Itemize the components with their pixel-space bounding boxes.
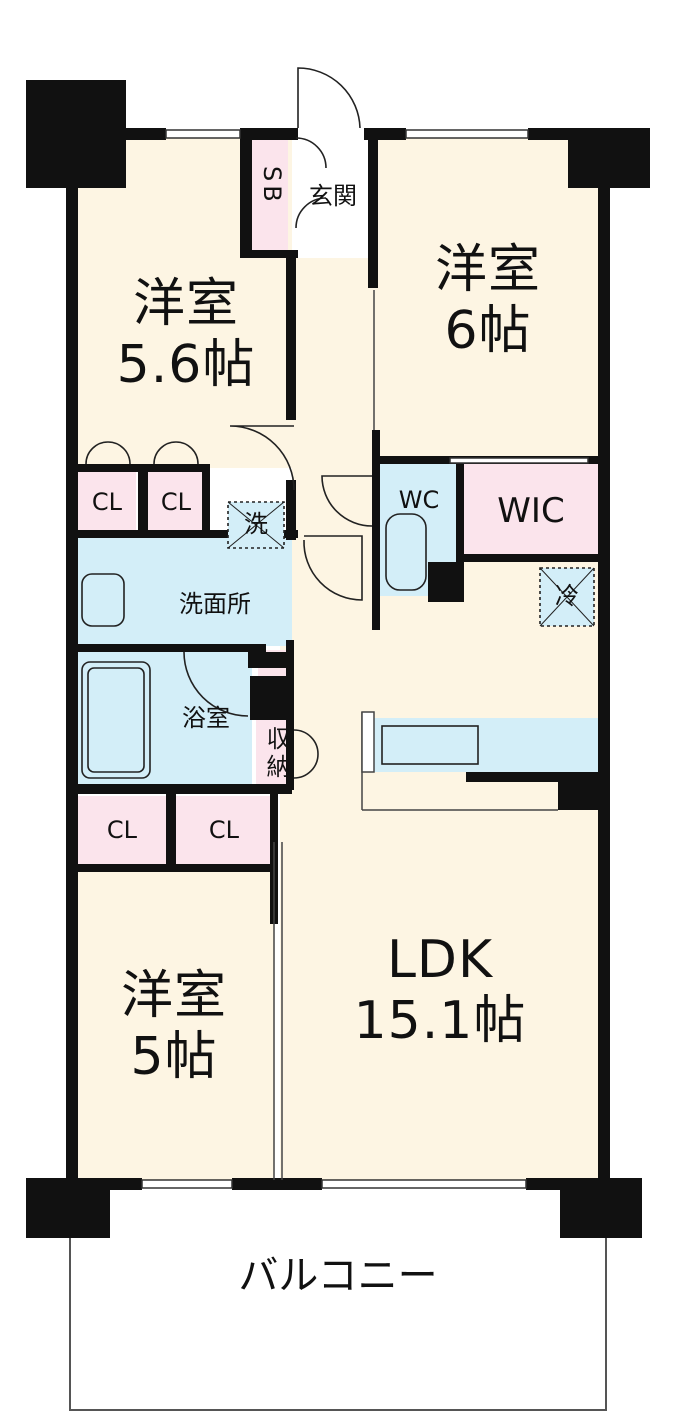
closet-fill-1 — [76, 472, 136, 530]
closet-fill-2 — [148, 472, 204, 530]
wall-right — [598, 128, 610, 1188]
wall-sb-left — [240, 128, 252, 258]
wall-cl-right — [202, 464, 210, 536]
wall-room1-right-b — [286, 480, 296, 540]
room-size: 15.1帖 — [353, 991, 527, 1052]
wall-wc-block — [428, 562, 464, 602]
wall-room2-left-b — [372, 430, 380, 630]
wall-room1-right — [286, 250, 296, 420]
shoe-box-fill — [250, 138, 288, 254]
storage-label: 収納 — [262, 726, 290, 782]
wall-cl-row-top — [66, 464, 206, 472]
closet-fills — [76, 138, 600, 866]
bathtub-inner — [87, 667, 145, 773]
bathroom-label: 浴室 — [182, 704, 230, 732]
pillar-top-right — [568, 128, 650, 188]
room-size: 5.6帖 — [116, 335, 256, 396]
floor-fills — [76, 138, 600, 1180]
fixtures — [81, 501, 595, 779]
windows — [141, 129, 589, 1189]
door-swings — [85, 67, 373, 779]
closet-fill-3 — [78, 796, 166, 866]
wall-bottom-mid — [232, 1178, 322, 1190]
balcony-area — [69, 1185, 607, 1411]
room-name: 洋室 — [132, 274, 239, 334]
wall-bath-right — [248, 652, 292, 668]
room-label-upper-right: 洋室 6帖 — [400, 240, 576, 363]
room-floor-lower-left — [76, 870, 274, 1180]
closet-fill-4 — [176, 796, 272, 866]
shoe-box-label: SB — [258, 166, 286, 206]
room-label-ldk: LDK 15.1帖 — [330, 930, 550, 1053]
refrigerator-label: 冷 — [555, 582, 579, 610]
window-top-left — [165, 129, 241, 139]
pillar-top-left — [26, 80, 126, 188]
wall-cl-divider — [138, 464, 148, 536]
wall-sb-bottom — [240, 250, 298, 258]
toilet-label: WC — [398, 486, 440, 514]
room-size: 6帖 — [444, 301, 532, 362]
toilet-bowl — [385, 513, 427, 591]
closet-label-1: CL — [91, 488, 123, 516]
window-top-right — [405, 129, 529, 139]
wall-entrance-right — [368, 128, 378, 288]
wall-cl2-bottom — [66, 864, 276, 872]
wash-basin — [81, 573, 125, 627]
room-floor-upper-right — [378, 138, 600, 460]
ldk-floor — [280, 560, 600, 1180]
room-label-upper-left: 洋室 5.6帖 — [96, 274, 276, 397]
room-name: LDK — [386, 930, 494, 990]
room-name: 洋室 — [434, 240, 541, 300]
entrance-label: 玄関 — [309, 182, 357, 210]
wall-cl-row-bottom — [66, 530, 298, 538]
window-wic-top — [449, 457, 589, 464]
washroom-label: 洗面所 — [179, 590, 251, 618]
wic-label: WIC — [497, 491, 565, 531]
room-name: 洋室 — [120, 966, 227, 1026]
wall-washroom-bottom — [66, 644, 266, 652]
wall-bath-bottom — [66, 784, 292, 794]
storage-fill — [256, 720, 290, 784]
pillar-bottom-left — [26, 1178, 110, 1238]
wall-wic-bottom — [456, 554, 610, 562]
closet-label-3: CL — [106, 816, 138, 844]
wall-storage-right — [286, 640, 294, 790]
pillar-bottom-right — [560, 1178, 642, 1238]
partitions — [273, 290, 558, 1180]
wall-kitchen-back — [466, 772, 600, 782]
room-size: 5帖 — [130, 1027, 218, 1088]
wic-fill — [460, 462, 600, 556]
wall-wc-right — [456, 462, 464, 560]
wall-left — [66, 128, 78, 1188]
closet-label-4: CL — [208, 816, 240, 844]
window-bottom-right — [321, 1179, 527, 1189]
wall-top-mid-left — [240, 128, 298, 140]
wall-cl2-divider — [166, 794, 176, 868]
kitchen-sink — [381, 725, 479, 765]
room-label-lower-left: 洋室 5帖 — [86, 966, 262, 1089]
entrance-floor — [292, 138, 372, 258]
closet-label-2: CL — [160, 488, 192, 516]
wall-bath-block — [250, 676, 290, 720]
washing-machine-label: 洗 — [244, 510, 268, 538]
window-bottom-left — [141, 1179, 233, 1189]
balcony-label: バルコニー — [238, 1253, 438, 1299]
